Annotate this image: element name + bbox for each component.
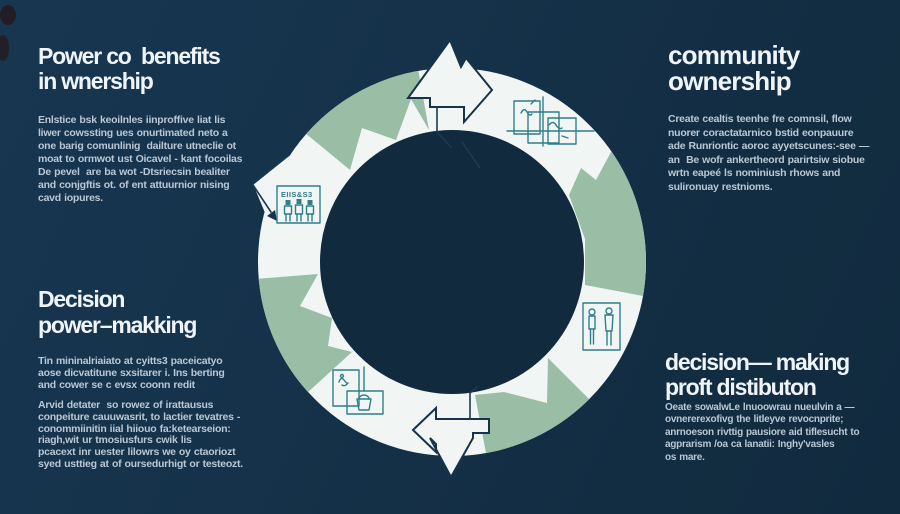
community-ownership-body: Create cealtis teenhe fre comnsil, flow … — [668, 113, 870, 193]
section-decision-making-profit: decision— making proft distibuton — [665, 349, 850, 400]
section-power-co-benefits: Power co benefits in wnership — [38, 43, 221, 94]
people-pair-icon — [582, 302, 621, 351]
up-right-arrow-icon — [406, 37, 494, 125]
power-benefits-body: Enlstice bsk keoilnles iinproffive liat … — [38, 114, 243, 204]
decision-power-heading: Decision power–makking — [38, 286, 197, 338]
community-ownership-heading: community ownership — [668, 40, 800, 96]
flag-arrowhead — [267, 210, 277, 221]
corner-smudge — [0, 5, 16, 61]
green-segment-top-left — [293, 67, 429, 170]
green-segment-bottom-left — [258, 274, 352, 403]
document-bucket-icon — [332, 366, 384, 415]
inner-circle — [320, 130, 584, 394]
green-segment-bottom-right — [475, 358, 600, 457]
profit-distribution-body: Oeate sowalwLe lnuoowrau nueulvin a — ov… — [665, 402, 860, 463]
section-community-ownership: community ownership — [668, 40, 800, 96]
decision-power-body-2: Arvid detater so rowez of irattausus con… — [38, 399, 243, 470]
connector-lines — [252, 106, 481, 420]
decision-power-body-1: Tin mininalriaiato at cyitts3 paceicatyo… — [38, 355, 225, 391]
map-grid-icon — [506, 96, 595, 147]
power-benefits-heading: Power co benefits in wnership — [38, 43, 221, 94]
section-decision-power-making: Decision power–makking — [38, 286, 197, 338]
profit-distribution-heading: decision— making proft distibuton — [665, 349, 850, 400]
badge-label: EIIS&S3 — [281, 190, 313, 199]
down-left-arrow-icon — [411, 405, 490, 480]
people-group-badge-icon: EIIS&S3 — [276, 185, 321, 224]
